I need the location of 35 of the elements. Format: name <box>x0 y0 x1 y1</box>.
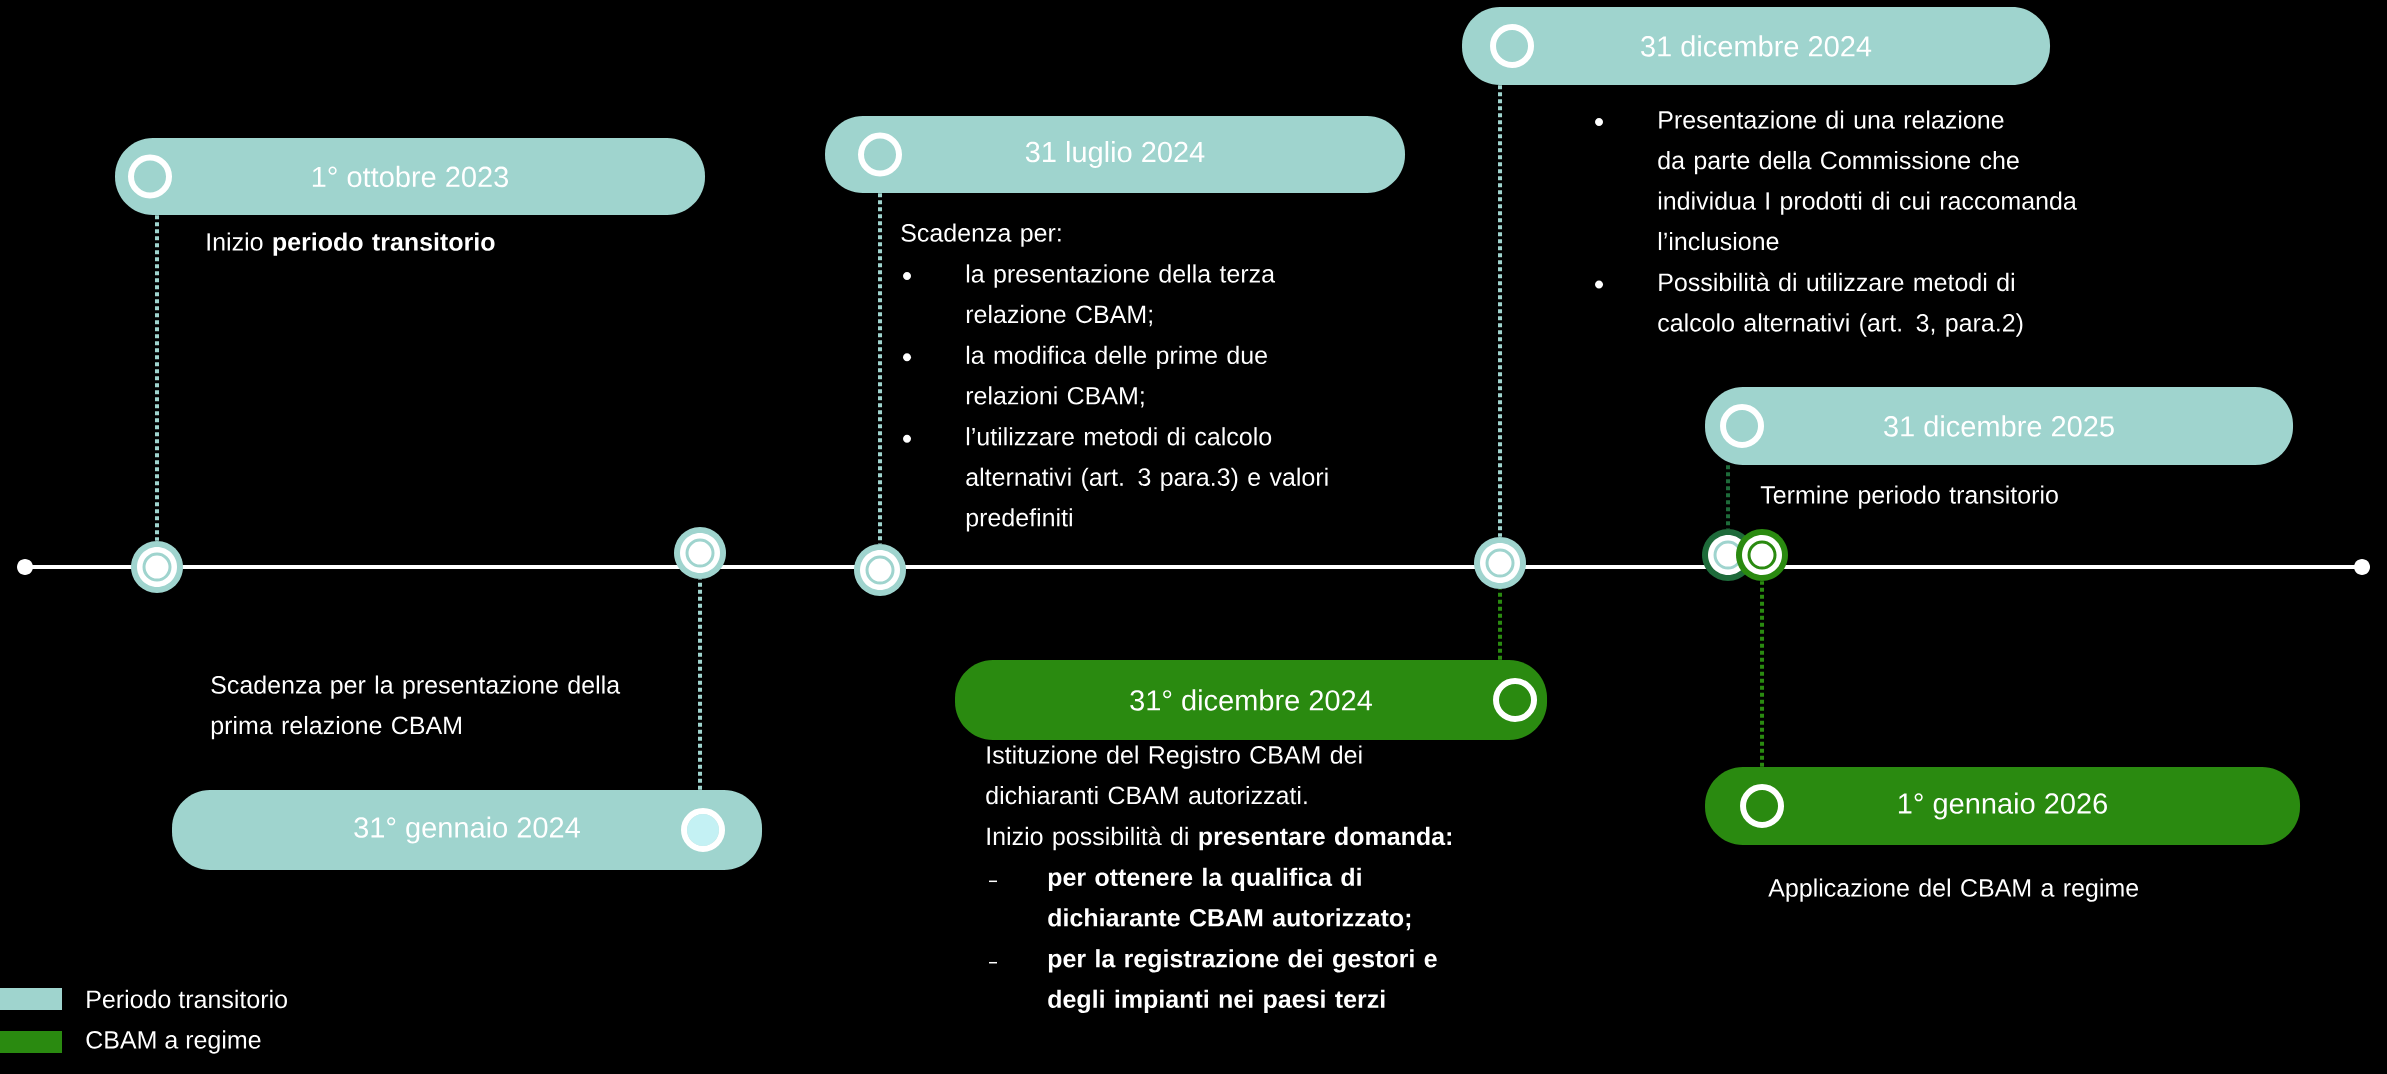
date-pill: 1° ottobre 2023 <box>115 138 705 215</box>
description-text: per la registrazione dei gestori e degli impianti nei paesi terzi <box>1048 949 1437 1014</box>
date-pill: 31° gennaio 2024 <box>172 790 762 870</box>
description-text: Termine periodo transitorio <box>1760 485 2058 509</box>
description-text: la presentazione della terza relazione CBAM; <box>966 264 1276 327</box>
description-text: Inizio possibilità di presentare domanda: <box>987 826 1451 851</box>
leader-line <box>155 215 159 541</box>
leader-line <box>1726 465 1730 529</box>
description-text: l’utilizzare metodi di calcolo alternativi (art. 3 para.3) e valori predefiniti <box>966 427 1328 532</box>
description-text: Possibilità di utilizzare metodi di calcolo alternativi (art. 3, para.2) <box>1658 272 2023 337</box>
description-text: Inizio periodo transitorio <box>207 232 495 256</box>
timeline-marker <box>674 527 726 579</box>
legend-label: Periodo transitorio <box>87 989 287 1009</box>
timeline-marker <box>1736 529 1788 581</box>
description-text: Scadenza per: <box>901 223 1061 247</box>
timeline-marker <box>131 541 183 593</box>
date-pill: 31° dicembre 2024 <box>955 660 1547 740</box>
date-pill: 31 luglio 2024 <box>825 116 1405 193</box>
description-text: Applicazione del CBAM a regime <box>1768 878 2139 902</box>
description-text: Istituzione del Registro CBAM dei dichiaranti CBAM autorizzati. <box>986 745 1362 805</box>
description-text: Presentazione di una relazione da parte della Commissione che individua I prodotti di cui raccomanda l’inclusione <box>1658 110 2077 251</box>
legend-label: CBAM a regime <box>86 1030 261 1054</box>
timeline-marker <box>1474 537 1526 589</box>
date-pill: 31 dicembre 2024 <box>1462 7 2051 85</box>
leader-line <box>878 193 882 544</box>
description-text: per ottenere la qualifica di dichiarante CBAM autorizzato; <box>1048 867 1411 931</box>
date-pill: 1° gennaio 2026 <box>1705 767 2301 845</box>
description-text: Scadenza per la presentazione della prima relazione CBAM <box>211 675 621 740</box>
leader-line <box>698 579 702 790</box>
timeline-marker <box>854 544 906 596</box>
date-pill: 31 dicembre 2025 <box>1705 387 2294 465</box>
leader-line <box>1760 581 1764 767</box>
leader-line <box>1498 589 1502 660</box>
description-text: la modifica delle prime due relazioni CBAM; <box>966 345 1267 408</box>
leader-line <box>1498 85 1502 537</box>
